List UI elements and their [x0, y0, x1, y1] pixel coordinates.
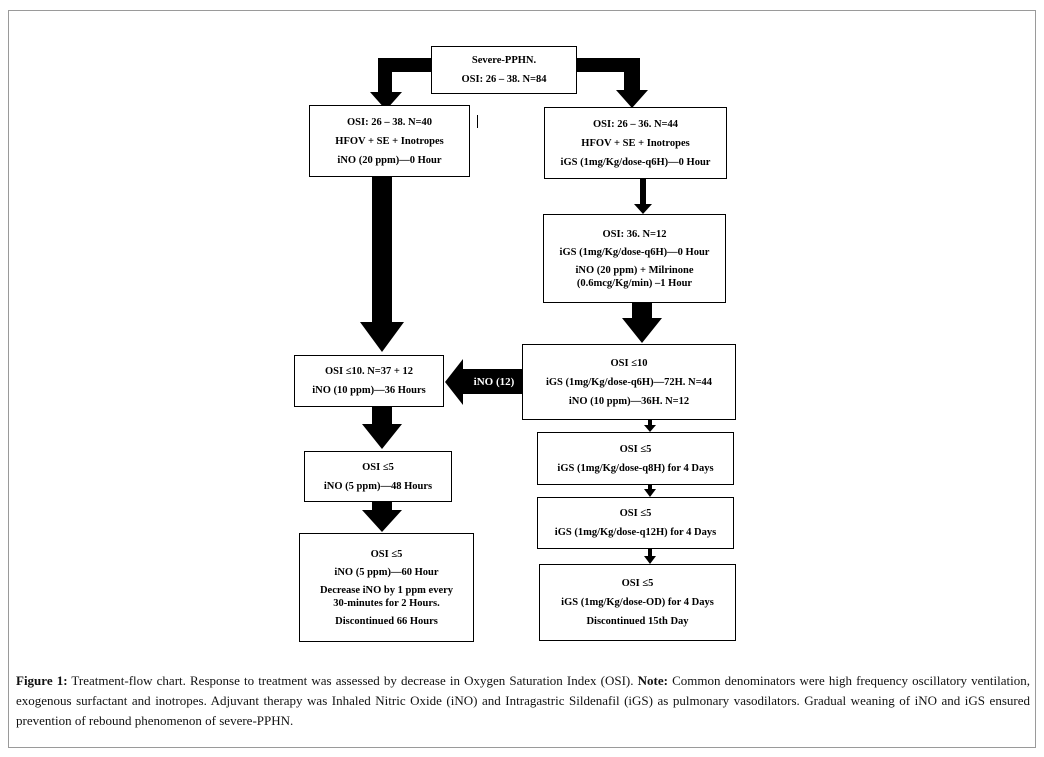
- node-line: 30-minutes for 2 Hours.: [333, 597, 440, 609]
- arrow-left2-to-left3: [362, 407, 402, 449]
- node-line: iGS (1mg/Kg/dose-q8H) for 4 Days: [557, 462, 714, 474]
- node-line: OSI ≤10: [610, 357, 648, 369]
- figure-caption: Figure 1: Treatment-flow chart. Response…: [16, 671, 1030, 731]
- node-line: OSI ≤10. N=37 + 12: [324, 366, 414, 377]
- arrow-right2-to-right3: [622, 303, 662, 343]
- caption-figure-text: Treatment-flow chart. Response to treatm…: [67, 673, 638, 688]
- arrow-label: iNO (12): [473, 376, 515, 388]
- node-line: OSI: 26 – 38. N=84: [461, 74, 547, 85]
- node-line: Severe-PPHN.: [471, 55, 537, 66]
- node-line: OSI ≤5: [362, 461, 394, 473]
- arrow-right5-to-right6: [644, 549, 656, 564]
- node-line: Discontinued 15th Day: [586, 616, 689, 627]
- node-line: iGS (1mg/Kg/dose-q6H)—72H. N=44: [545, 376, 713, 388]
- node-line: OSI: 26 – 38. N=40: [346, 116, 433, 128]
- node-line: OSI ≤5: [619, 443, 652, 455]
- caption-note-label: Note:: [637, 673, 668, 688]
- node-line: iNO (5 ppm)—48 Hours: [323, 480, 433, 492]
- arrow-right1-to-right2: [634, 179, 652, 214]
- node-line: iNO (10 ppm)—36 Hours: [312, 385, 426, 396]
- node-line: HFOV + SE + Inotropes: [335, 135, 444, 147]
- node-right5: OSI ≤5 iGS (1mg/Kg/dose-q12H) for 4 Days: [537, 497, 734, 549]
- node-right4: OSI ≤5 iGS (1mg/Kg/dose-q8H) for 4 Days: [537, 432, 734, 485]
- node-left3: OSI ≤5 iNO (5 ppm)—48 Hours: [304, 451, 452, 502]
- node-line: iGS (1mg/Kg/dose-q12H) for 4 Days: [554, 527, 717, 538]
- node-line: Discontinued 66 Hours: [335, 615, 438, 627]
- arrow-top-to-right: [576, 58, 648, 108]
- node-right2: OSI: 36. N=12 iGS (1mg/Kg/dose-q6H)—0 Hou…: [543, 214, 726, 303]
- node-line: Decrease iNO by 1 ppm every: [319, 584, 454, 596]
- node-line: iNO (5 ppm)—60 Hour: [334, 566, 439, 578]
- arrow-left1-to-left2: [360, 177, 404, 352]
- node-line: iNO (20 ppm) + Milrinone: [575, 264, 694, 276]
- arrow-left3-to-left4: [362, 502, 402, 532]
- node-line: iGS (1mg/Kg/dose-q6H)—0 Hour: [559, 246, 710, 258]
- node-left2: OSI ≤10. N=37 + 12 iNO (10 ppm)—36 Hours: [294, 355, 444, 407]
- arrow-right3-to-left2: [445, 359, 523, 405]
- stray-text-cursor: [477, 115, 478, 128]
- arrow-top-to-left: [370, 58, 432, 110]
- node-line: iGS (1mg/Kg/dose-q6H)—0 Hour: [560, 156, 711, 168]
- node-line: OSI: 36. N=12: [602, 228, 667, 240]
- caption-figure-label: Figure 1:: [16, 673, 68, 688]
- figure-frame: [8, 10, 1036, 748]
- node-line: OSI: 26 – 36. N=44: [592, 118, 679, 130]
- node-line: OSI ≤5: [619, 508, 652, 519]
- node-line: iGS (1mg/Kg/dose-OD) for 4 Days: [561, 597, 714, 608]
- arrow-right4-to-right5: [644, 485, 656, 497]
- node-line: (0.6mcg/Kg/min) –1 Hour: [576, 277, 693, 289]
- node-line: iNO (20 ppm)—0 Hour: [337, 154, 442, 166]
- caption-note-text: Common denominators were high frequency …: [16, 673, 1030, 728]
- node-line: HFOV + SE + Inotropes: [581, 137, 690, 149]
- node-line: iNO (10 ppm)—36H. N=12: [568, 395, 690, 407]
- node-top: Severe-PPHN. OSI: 26 – 38. N=84: [431, 46, 577, 94]
- node-line: OSI ≤5: [370, 548, 403, 560]
- arrow-right3-to-right4: [644, 420, 656, 432]
- node-right3: OSI ≤10 iGS (1mg/Kg/dose-q6H)—72H. N=44 iN…: [522, 344, 736, 420]
- node-line: OSI ≤5: [621, 578, 654, 589]
